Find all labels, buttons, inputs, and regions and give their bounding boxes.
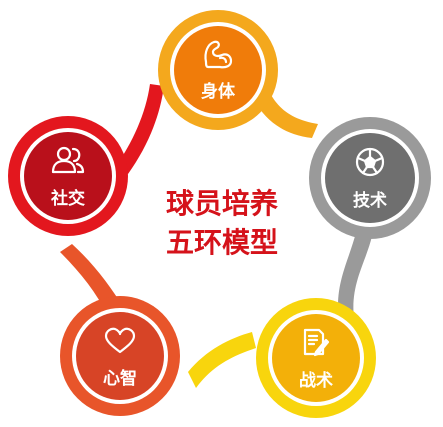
- tail-skill: [338, 232, 372, 318]
- node-labels: 身体 技术 战术 心智 社交: [50, 81, 387, 391]
- node-icons: [51, 40, 385, 357]
- disc-body: [174, 26, 262, 114]
- flexed-arm-icon: [204, 40, 233, 69]
- disc-tactics: [272, 314, 360, 402]
- soccer-ball-icon: [355, 147, 385, 177]
- node-label-tactics: 战术: [299, 370, 333, 391]
- people-icon: [51, 146, 85, 174]
- node-label-skill: 技术: [353, 190, 387, 211]
- inner-discs: [24, 26, 415, 402]
- center-title-line1: 球员培养: [166, 187, 278, 220]
- disc-mind: [76, 312, 164, 400]
- node-label-body: 身体: [201, 81, 236, 102]
- heart-icon: [104, 327, 136, 354]
- disc-skill: [325, 133, 415, 223]
- node-label-social: 社交: [50, 188, 85, 209]
- disc-social: [24, 132, 112, 220]
- center-title-line2: 五环模型: [166, 226, 278, 259]
- tactics-board-icon: [303, 328, 330, 357]
- node-label-mind: 心智: [103, 368, 137, 389]
- tail-tactics: [188, 332, 256, 388]
- center-title: 球员培养 五环模型: [166, 187, 278, 259]
- tail-social: [116, 84, 164, 174]
